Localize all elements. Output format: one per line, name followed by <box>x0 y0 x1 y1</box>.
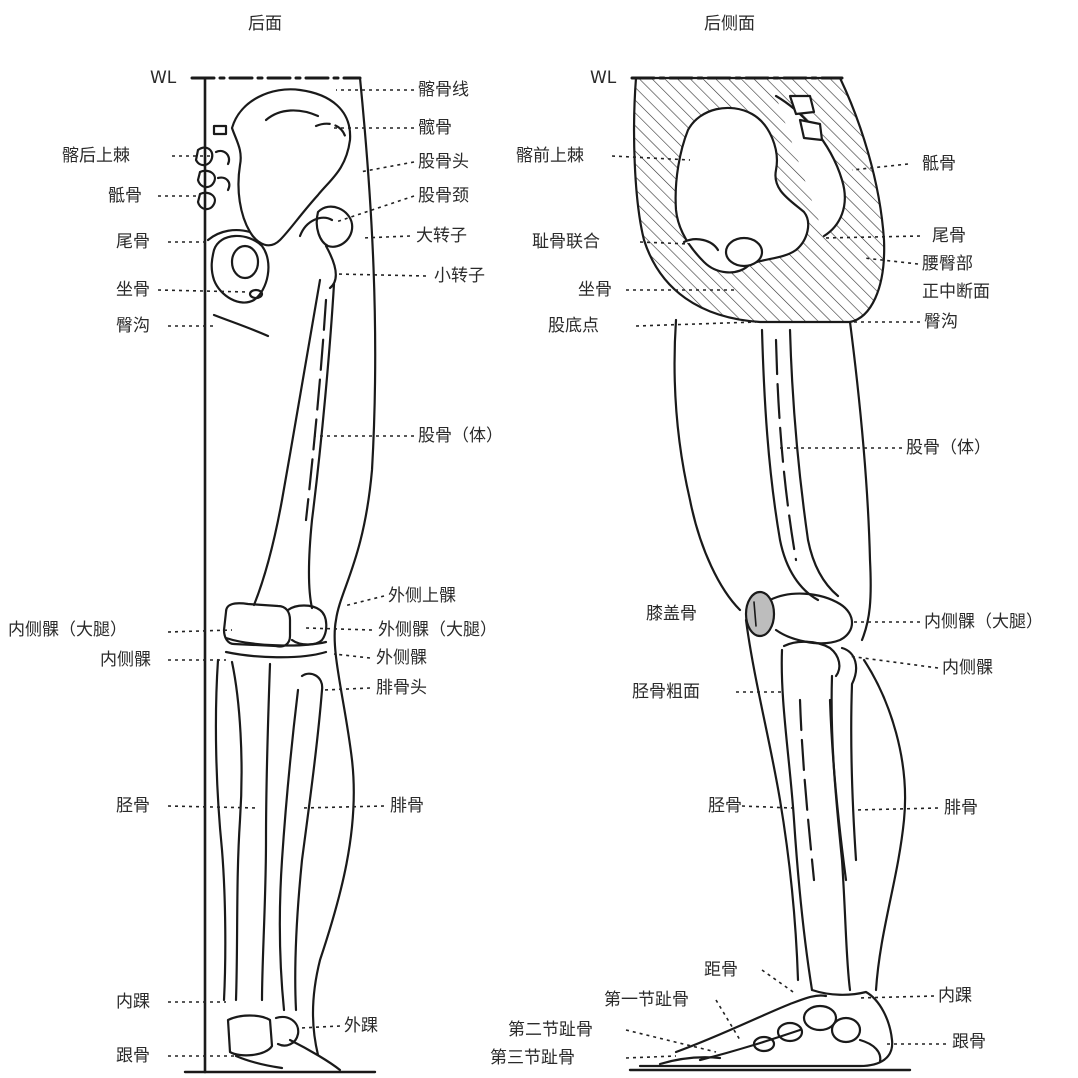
label-side-sacrum: 骶骨 <box>922 154 956 174</box>
label-back-medial-condyle: 内侧髁 <box>100 650 151 670</box>
label-lateral-malleolus: 外踝 <box>344 1016 378 1036</box>
label-back-sacrum: 骶骨 <box>108 186 142 206</box>
label-second-phalanx: 第二节趾骨 <box>508 1020 593 1040</box>
patella <box>746 592 774 636</box>
label-back-gluteal-fold: 臀沟 <box>116 316 150 336</box>
label-fibula-head: 腓骨头 <box>376 678 427 698</box>
label-lesser-trochanter: 小转子 <box>434 266 485 286</box>
label-talus: 距骨 <box>704 960 738 980</box>
label-lateral-epicondyle: 外侧上髁 <box>388 586 456 606</box>
label-side-medial-malleolus: 内踝 <box>938 986 972 1006</box>
label-side-medial-condyle-thigh: 内侧髁（大腿） <box>924 612 1043 632</box>
back-tibia <box>232 662 242 1000</box>
side-thigh-back <box>850 322 871 640</box>
label-anterior-superior-iliac-spine: 髂前上棘 <box>516 146 584 166</box>
side-wl-label: WL <box>590 68 616 88</box>
side-thigh-front <box>675 320 740 610</box>
label-femoral-head: 股骨头 <box>418 152 469 172</box>
heading-back-side: 后侧面 <box>704 14 755 34</box>
label-side-tibia: 胫骨 <box>708 796 742 816</box>
label-side-medial-condyle: 内侧髁 <box>942 658 993 678</box>
label-lateral-condyle-thigh: 外侧髁（大腿） <box>378 620 497 640</box>
back-ilium <box>232 89 350 245</box>
label-greater-trochanter: 大转子 <box>416 226 467 246</box>
label-patella: 膝盖骨 <box>646 604 697 624</box>
label-back-medial-condyle-thigh: 内侧髁（大腿） <box>8 620 127 640</box>
heading-back: 后面 <box>248 14 282 34</box>
label-iliac-crest-line: 髂骨线 <box>418 80 469 100</box>
label-back-ischium: 坐骨 <box>116 280 150 300</box>
label-crotch-point: 股底点 <box>548 316 599 336</box>
label-back-medial-malleolus: 内踝 <box>116 992 150 1012</box>
back-gluteal-fold <box>214 315 268 336</box>
label-tibial-tuberosity: 胫骨粗面 <box>632 682 700 702</box>
back-wl-label: WL <box>150 68 176 88</box>
label-femoral-neck: 股骨颈 <box>418 186 469 206</box>
label-side-femur-body: 股骨（体） <box>906 438 991 458</box>
back-ankle <box>228 1016 272 1056</box>
label-lateral-condyle: 外侧髁 <box>376 648 427 668</box>
label-side-fibula: 腓骨 <box>944 798 978 818</box>
back-body-outline <box>313 78 375 1055</box>
label-back-coccyx: 尾骨 <box>116 232 150 252</box>
label-median-section: 正中断面 <box>922 282 990 302</box>
back-side-view-figure <box>630 78 910 1070</box>
label-side-ischium: 坐骨 <box>578 280 612 300</box>
side-femur <box>762 330 818 600</box>
label-hip-bone: 髋骨 <box>418 118 452 138</box>
label-side-coccyx: 尾骨 <box>932 226 966 246</box>
label-posterior-superior-iliac-spine: 髂后上棘 <box>62 146 130 166</box>
back-fibula <box>295 674 322 1010</box>
label-lumbar-gluteal: 腰臀部 <box>922 254 973 274</box>
label-side-gluteal-fold: 臀沟 <box>924 312 958 332</box>
side-tibia <box>784 642 839 676</box>
label-back-fibula: 腓骨 <box>390 796 424 816</box>
label-back-femur-body: 股骨（体） <box>418 426 503 446</box>
label-third-phalanx: 第三节趾骨 <box>490 1048 575 1068</box>
label-side-calcaneus: 跟骨 <box>952 1032 986 1052</box>
label-pubic-symphysis: 耻骨联合 <box>532 232 600 252</box>
side-fibula <box>842 648 856 860</box>
back-view-figure <box>185 78 375 1072</box>
label-back-calcaneus: 跟骨 <box>116 1046 150 1066</box>
label-back-tibia: 胫骨 <box>116 796 150 816</box>
label-first-phalanx: 第一节趾骨 <box>604 990 689 1010</box>
